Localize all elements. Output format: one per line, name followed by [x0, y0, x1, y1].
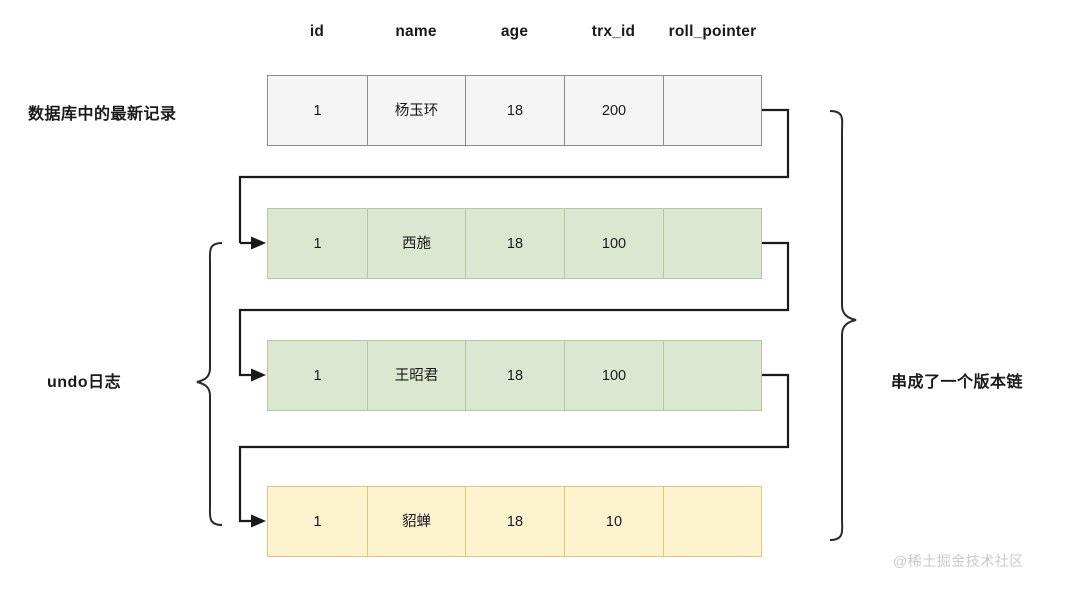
cell-age: 18	[465, 340, 564, 411]
cell-id: 1	[267, 486, 367, 557]
column-header-age: age	[500, 23, 529, 40]
pointer-link-row2-to-row3	[238, 241, 790, 382]
cell-age: 18	[465, 208, 564, 279]
column-header-id: id	[309, 23, 325, 40]
cell-trx-id: 100	[564, 340, 663, 411]
cell-age: 18	[465, 486, 564, 557]
cell-roll-pointer	[663, 208, 762, 279]
label-latest-record: 数据库中的最新记录	[28, 106, 177, 123]
table-row-undo-1: 1 西施 18 100	[267, 208, 762, 279]
table-row-undo-2: 1 王昭君 18 100	[267, 340, 762, 411]
cell-id: 1	[267, 75, 367, 146]
column-header-roll-pointer: roll_pointer	[668, 23, 757, 40]
cell-roll-pointer	[663, 486, 762, 557]
cell-id: 1	[267, 208, 367, 279]
table-row-current-record: 1 杨玉环 18 200	[267, 75, 762, 146]
column-header-row: id name age trx_id roll_pointer	[267, 18, 762, 46]
undo-log-brace	[196, 242, 223, 526]
table-row-undo-3: 1 貂蝉 18 10	[267, 486, 762, 557]
column-header-name: name	[395, 23, 437, 40]
cell-id: 1	[267, 340, 367, 411]
pointer-link-row3-to-row4	[238, 373, 790, 528]
column-header-trx-id: trx_id	[591, 23, 636, 40]
cell-trx-id: 10	[564, 486, 663, 557]
cell-trx-id: 100	[564, 208, 663, 279]
version-chain-brace	[829, 110, 857, 541]
pointer-link-row1-to-row2	[238, 108, 790, 250]
cell-name: 王昭君	[367, 340, 465, 411]
label-undo-log: undo日志	[47, 374, 122, 391]
cell-roll-pointer	[663, 340, 762, 411]
watermark: @稀土掘金技术社区	[893, 553, 1024, 569]
cell-name: 西施	[367, 208, 465, 279]
cell-trx-id: 200	[564, 75, 663, 146]
cell-age: 18	[465, 75, 564, 146]
cell-roll-pointer	[663, 75, 762, 146]
label-version-chain: 串成了一个版本链	[891, 374, 1024, 391]
cell-name: 杨玉环	[367, 75, 465, 146]
cell-name: 貂蝉	[367, 486, 465, 557]
